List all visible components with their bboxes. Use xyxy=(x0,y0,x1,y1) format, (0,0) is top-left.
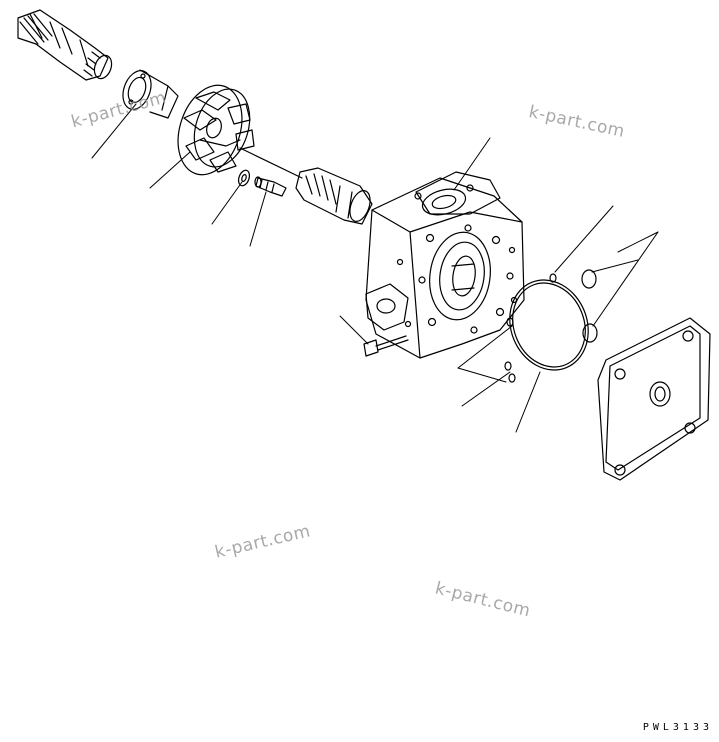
leader-bearing xyxy=(92,104,136,158)
drive-shaft xyxy=(18,10,115,81)
leader-rotor xyxy=(150,152,190,188)
drawing-code: PWL3133 xyxy=(642,722,713,733)
rotor-impeller xyxy=(167,77,259,183)
leader-washer xyxy=(212,182,242,224)
pump-case xyxy=(366,172,524,358)
mounting-screw xyxy=(364,336,408,356)
leader-case xyxy=(454,138,490,190)
small-o-rings xyxy=(505,270,597,382)
large-o-ring xyxy=(497,268,602,382)
coupling-shaft xyxy=(296,168,374,224)
leader-lines xyxy=(92,104,658,432)
bolt xyxy=(255,177,286,196)
bearing-cup xyxy=(118,67,178,118)
washer xyxy=(237,169,252,187)
leader-bolt xyxy=(250,192,266,246)
leader-oring-a xyxy=(555,206,613,272)
leader-large-oring xyxy=(516,372,540,432)
leader-screw xyxy=(340,316,368,344)
end-cover xyxy=(598,318,710,480)
assembly-axis xyxy=(240,148,302,178)
